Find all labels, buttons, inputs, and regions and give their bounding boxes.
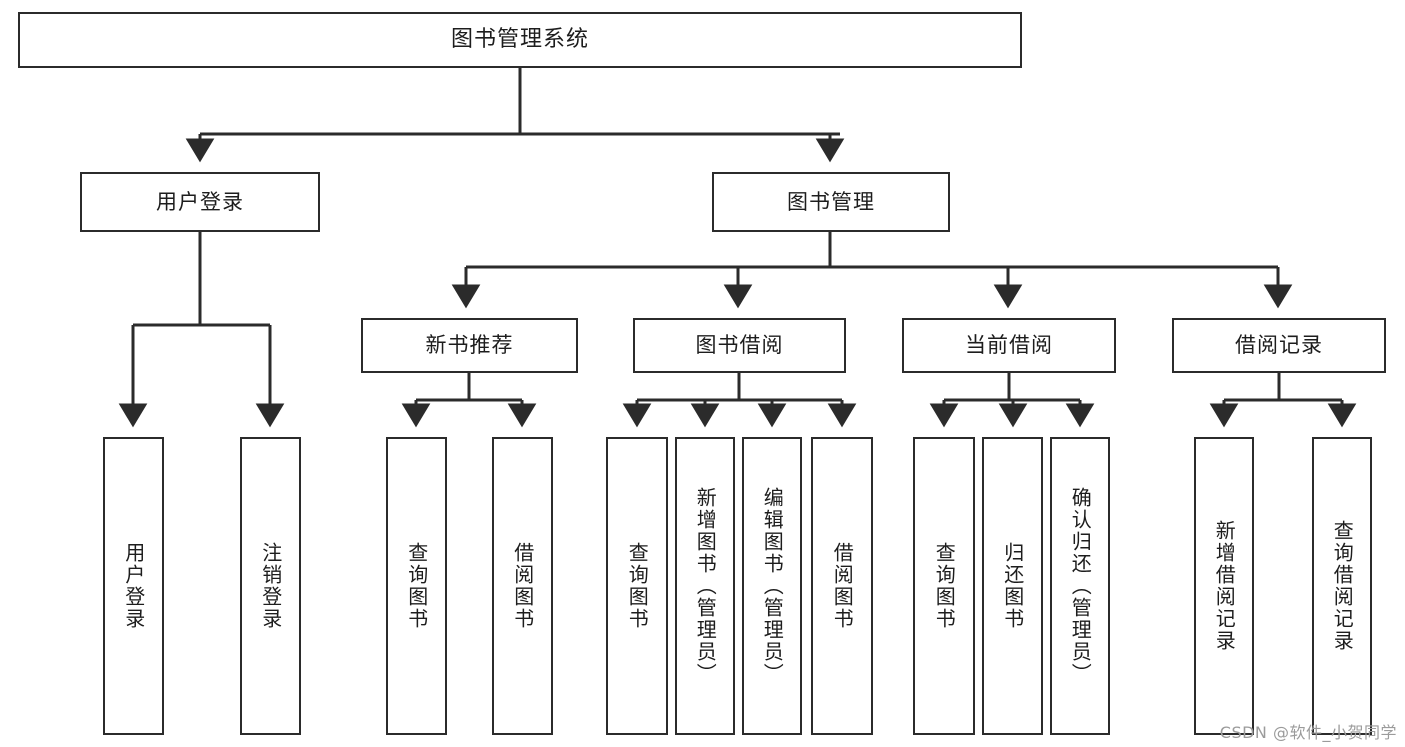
node-book-borrow[interactable]: 图书借阅: [633, 318, 846, 373]
node-label: 图书管理系统: [450, 27, 589, 52]
leaf-query-book-borrow[interactable]: 查询图书: [606, 437, 668, 735]
node-borrow-records[interactable]: 借阅记录: [1172, 318, 1386, 373]
node-root-system[interactable]: 图书管理系统: [18, 12, 1022, 68]
node-label: 查询借阅记录: [1330, 520, 1355, 652]
node-label: 新增借阅记录: [1212, 520, 1237, 652]
leaf-user-logout[interactable]: 注销登录: [240, 437, 301, 735]
leaf-confirm-return-admin[interactable]: 确认归还（管理员）: [1050, 437, 1110, 735]
node-new-book-recommend[interactable]: 新书推荐: [361, 318, 578, 373]
node-label: 借阅图书: [830, 542, 855, 630]
node-label: 新增图书（管理员）: [693, 487, 718, 685]
node-label: 查询图书: [404, 542, 429, 630]
node-label: 注销登录: [258, 542, 283, 630]
node-label: 新书推荐: [425, 333, 514, 357]
node-label: 用户登录: [121, 542, 146, 630]
leaf-query-book-current[interactable]: 查询图书: [913, 437, 975, 735]
leaf-add-book-admin[interactable]: 新增图书（管理员）: [675, 437, 735, 735]
node-current-borrow[interactable]: 当前借阅: [902, 318, 1116, 373]
node-label: 归还图书: [1000, 542, 1025, 630]
node-label: 借阅图书: [510, 542, 535, 630]
node-book-management[interactable]: 图书管理: [712, 172, 950, 232]
node-label: 用户登录: [156, 189, 244, 214]
leaf-add-borrow-record[interactable]: 新增借阅记录: [1194, 437, 1254, 735]
leaf-query-book-recommend[interactable]: 查询图书: [386, 437, 447, 735]
leaf-query-borrow-record[interactable]: 查询借阅记录: [1312, 437, 1372, 735]
leaf-user-login[interactable]: 用户登录: [103, 437, 164, 735]
node-label: 查询图书: [625, 542, 650, 630]
leaf-edit-book-admin[interactable]: 编辑图书（管理员）: [742, 437, 802, 735]
leaf-borrow-book[interactable]: 借阅图书: [811, 437, 873, 735]
leaf-borrow-book-recommend[interactable]: 借阅图书: [492, 437, 553, 735]
node-label: 查询图书: [932, 542, 957, 630]
node-label: 借阅记录: [1235, 333, 1323, 357]
node-label: 图书借阅: [695, 333, 784, 357]
node-user-login[interactable]: 用户登录: [80, 172, 320, 232]
node-label: 编辑图书（管理员）: [760, 487, 785, 685]
leaf-return-book[interactable]: 归还图书: [982, 437, 1043, 735]
node-label: 当前借阅: [965, 333, 1053, 357]
node-label: 图书管理: [787, 189, 875, 214]
node-label: 确认归还（管理员）: [1068, 487, 1093, 685]
